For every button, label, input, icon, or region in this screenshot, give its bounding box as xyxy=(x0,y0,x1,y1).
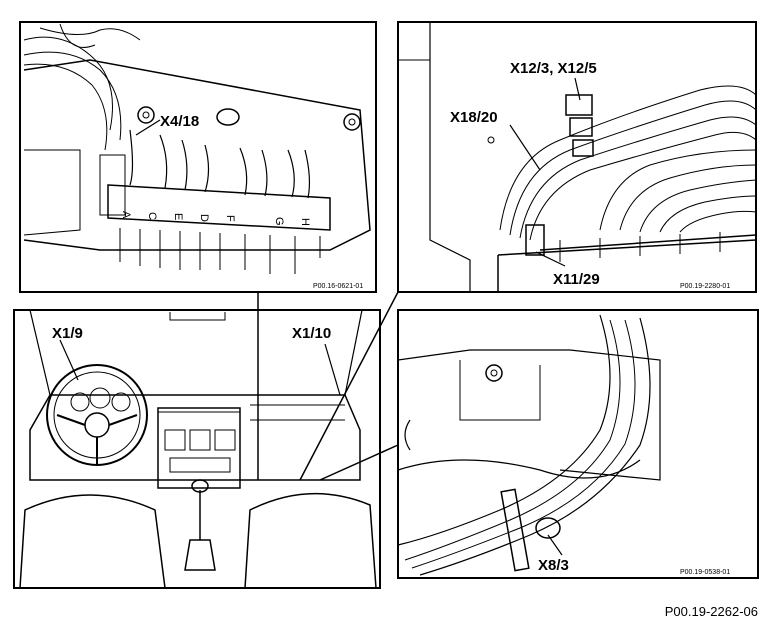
panel-connectors: X12/3, X12/5 X18/20 X11/29 P00.19-2280-0… xyxy=(397,21,757,293)
fuse-letter-f: F xyxy=(224,215,236,222)
fuse-letter-g: G xyxy=(273,217,285,226)
figure-reference: P00.19-2262-06 xyxy=(664,604,758,619)
ref-p00-19-0538-01: P00.19-0538-01 xyxy=(680,569,730,576)
fuse-letter-d: D xyxy=(198,214,210,222)
label-x11-29: X11/29 xyxy=(553,271,600,288)
fuse-letter-c: C xyxy=(146,212,158,220)
fuse-letter-h: H xyxy=(299,218,311,226)
label-x18-20: X18/20 xyxy=(450,109,498,126)
label-x1-9: X1/9 xyxy=(52,325,83,342)
ref-p00-19-2280-01: P00.19-2280-01 xyxy=(680,283,730,290)
label-x8-3: X8/3 xyxy=(538,557,569,574)
panel-leader-lines xyxy=(257,291,399,481)
panel-vehicle-interior: X1/9 X1/10 xyxy=(13,309,381,589)
label-x12-3-x12-5: X12/3, X12/5 xyxy=(510,60,597,77)
fuse-letter-e: E xyxy=(172,213,184,220)
panel-fuse-block: A C E D F G H X4/18 P00.16-0621-01 xyxy=(19,21,377,293)
fuse-letter-a: A xyxy=(120,211,132,219)
panel-harness: X8/3 P00.19-0538-01 xyxy=(397,309,759,579)
label-x4-18: X4/18 xyxy=(160,113,199,130)
ref-p00-16-0621-01: P00.16-0621-01 xyxy=(313,283,363,290)
label-x1-10: X1/10 xyxy=(292,325,331,342)
